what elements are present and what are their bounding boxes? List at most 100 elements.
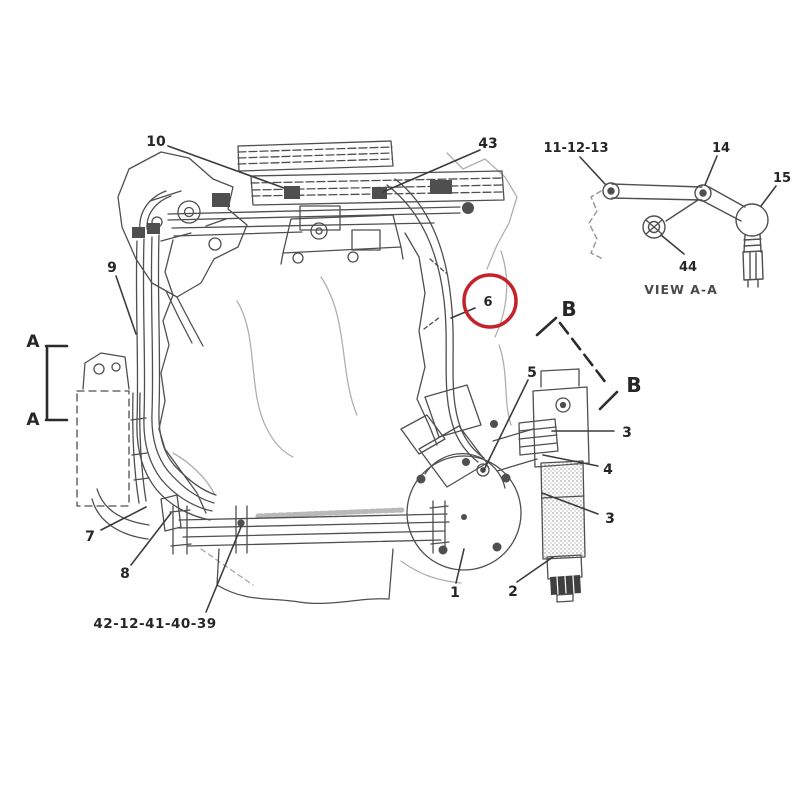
detail-view-drawing [588, 182, 769, 288]
section-a-bracket [44, 344, 69, 422]
callout-15: 15 [773, 171, 791, 186]
link-arm [702, 186, 746, 222]
pipe-end-fitting-right [429, 500, 450, 554]
engine-block-outline [158, 232, 438, 605]
leader-6 [450, 307, 476, 319]
callout-1: 1 [450, 585, 460, 601]
callout-5: 5 [527, 365, 537, 381]
leader-44 [660, 234, 685, 255]
governor-housing [424, 384, 482, 438]
callout-42-group: 42-12-41-40-39 [93, 616, 216, 632]
callout-4: 4 [603, 462, 613, 478]
rail-fittings [212, 180, 474, 214]
clamp-bolt [237, 519, 245, 527]
pipe-ribbed-section [255, 507, 405, 519]
pump-body [406, 455, 522, 571]
filter-band [541, 495, 585, 499]
hose-line [135, 240, 211, 521]
leader-15 [760, 185, 777, 207]
leader-14 [704, 155, 718, 186]
right-front-outline [446, 152, 518, 270]
callout-44: 44 [679, 260, 697, 275]
leader-9 [115, 275, 137, 335]
callout-leader-lines [100, 145, 777, 613]
pump-inner-arc [424, 453, 506, 489]
bracket-details [149, 190, 227, 347]
bracket-bolt [93, 363, 105, 375]
cross-bolt-cross [645, 219, 663, 235]
callout-43: 43 [478, 136, 497, 152]
block-inner-contours [172, 152, 518, 584]
mount-foot [292, 252, 304, 264]
oil-pan [216, 548, 394, 605]
callout-8: 8 [120, 566, 130, 582]
elbow-fitting [476, 463, 490, 477]
section-b-tick-left [535, 316, 558, 337]
callout-3-lower: 3 [605, 511, 615, 527]
highlight-circle [462, 273, 518, 329]
leader-1 [455, 548, 465, 584]
fuel-rails [167, 180, 474, 251]
pump-face-plate [400, 414, 488, 488]
cross-bolt-circle [642, 215, 666, 239]
bracket-dashed-edge [588, 190, 604, 260]
mount-hole-center [315, 227, 323, 235]
housing-bolt [555, 397, 571, 413]
contour-line [494, 250, 508, 338]
ball-joint [735, 203, 769, 237]
mount-foot [347, 251, 359, 263]
outer-bend-hoses [91, 488, 150, 540]
hose-line [150, 236, 215, 504]
canister-hoses [130, 392, 150, 504]
hose-clamp [160, 494, 182, 532]
housing-bolt-center [559, 401, 567, 409]
hose-line [157, 234, 217, 496]
canister-dashed-outline [76, 390, 130, 507]
fuel-transfer-pump [400, 384, 538, 571]
rib-band-lines [237, 146, 505, 197]
leader-5 [482, 379, 529, 473]
leader-42-group [205, 526, 242, 613]
bracket-bolt [111, 362, 121, 372]
pulley-hub [183, 206, 195, 218]
valve-cover-ribs [237, 140, 505, 206]
pivot-circle [602, 182, 620, 200]
section-b-tick-right [598, 390, 619, 411]
canister-bracket [82, 352, 130, 390]
callout-2: 2 [508, 584, 518, 600]
left-fuel-hoses [91, 190, 217, 540]
leader-11-12-13 [579, 156, 606, 185]
leader-10 [167, 145, 285, 189]
contour-line [498, 344, 512, 426]
detail-view-caption: VIEW A-A [644, 282, 718, 297]
callout-6-highlighted: 6 [483, 295, 492, 310]
section-label-b-right: B [626, 373, 641, 397]
leader-4 [542, 454, 599, 467]
pump-to-filter-links [492, 428, 538, 472]
cross-bolt-inner [647, 220, 661, 234]
threaded-stem [742, 233, 764, 288]
top-mount [280, 214, 404, 265]
hose-line [386, 184, 479, 463]
ground-line [400, 560, 462, 584]
callout-9: 9 [107, 260, 117, 276]
callout-3-upper: 3 [622, 425, 632, 441]
hose-top-fittings [132, 223, 160, 238]
leader-3-lower [541, 492, 599, 515]
section-b-dashed-line [558, 321, 608, 385]
contour-line [172, 452, 216, 496]
pulley-circle [177, 200, 201, 224]
hose-line [394, 178, 485, 459]
injection-pump-housing [532, 368, 590, 468]
diagonal-arm [665, 199, 699, 222]
rail-lines [167, 205, 461, 251]
hose-line [142, 238, 213, 512]
callout-10: 10 [146, 134, 166, 150]
filter-hex-fitting [546, 554, 583, 603]
bolt-circle [208, 237, 222, 251]
pump-bolts [416, 420, 511, 555]
leader-43 [382, 149, 481, 193]
mount-outline [280, 214, 404, 265]
leader-7 [100, 506, 147, 531]
